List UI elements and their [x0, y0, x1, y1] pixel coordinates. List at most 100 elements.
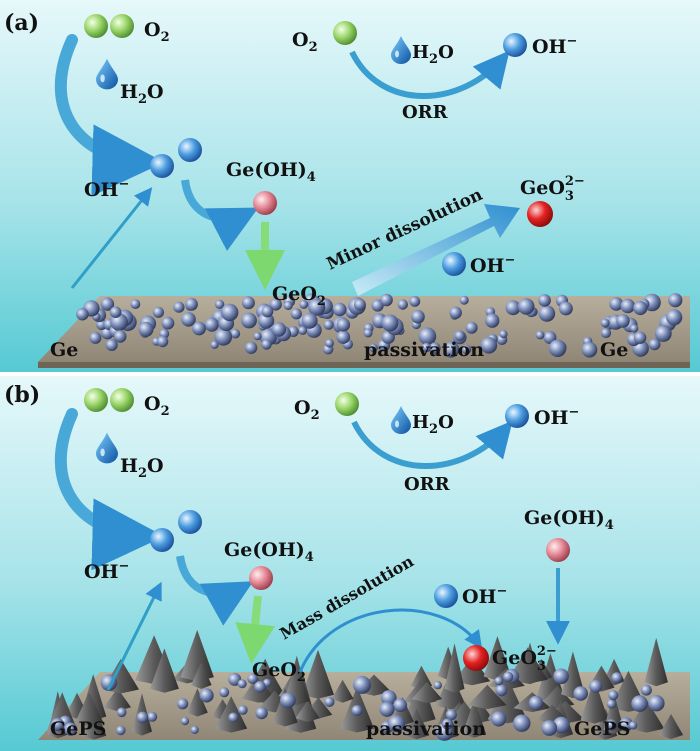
surface-particle [283, 301, 293, 311]
surface-particle [237, 705, 248, 715]
surface-particle [381, 314, 399, 332]
surface-particle [308, 298, 326, 316]
hydroxide-ion-icon [150, 528, 174, 552]
surface-particle [553, 668, 569, 685]
h2o-label-left: H2O [120, 81, 164, 107]
surface-particle [605, 719, 617, 731]
surface-particle [181, 312, 196, 327]
surface-pyramid [103, 688, 131, 712]
surface-particle [261, 305, 274, 318]
surface-particle [513, 714, 531, 732]
substrate-label-left: Ge [50, 339, 78, 361]
surface-particle [254, 681, 266, 693]
geoh4-molecule-icon [546, 538, 570, 562]
surface-particle [280, 692, 296, 709]
surface-particle [449, 306, 462, 319]
surface-particle [499, 330, 508, 339]
panel-separator [0, 372, 700, 376]
o2-molecule-icon [110, 14, 134, 38]
surface-particle [559, 301, 573, 316]
surface-particle [541, 720, 558, 736]
surface-particle [173, 301, 185, 313]
surface-particle [379, 701, 395, 717]
surface-particle [332, 302, 347, 317]
surface-particle [616, 314, 630, 328]
surface-particle [505, 300, 521, 316]
surface-particle [271, 322, 287, 337]
substrate-label-left: GePS [50, 718, 106, 740]
o2-molecule-icon [110, 388, 134, 412]
surface-particle [221, 303, 239, 322]
surface-particle [461, 344, 472, 355]
surface-particle [528, 695, 544, 711]
surface-particle [136, 711, 149, 724]
geo3-ion-icon [463, 645, 489, 671]
surface-particle [113, 330, 127, 343]
h2o-label-left: H2O [120, 455, 164, 481]
minor-dissolution-arrow [352, 204, 520, 296]
surface-particle [421, 342, 432, 353]
oh-label-mid: OH− [470, 253, 515, 277]
surface-pyramid [444, 643, 465, 693]
surface-particle [629, 721, 638, 730]
surface-pyramid [468, 684, 507, 710]
o2-label-left: O2 [144, 393, 170, 419]
surface-particle [443, 341, 460, 358]
surface-particle [600, 327, 612, 339]
surface-particle [336, 330, 351, 344]
substrate-label-right: Ge [600, 339, 628, 361]
surface-particle [538, 305, 556, 322]
surface-pyramid [187, 688, 208, 717]
surface-pyramid [658, 714, 684, 739]
o2-label-right: O2 [292, 29, 318, 55]
hydroxide-ion-icon [434, 584, 458, 608]
surface-pyramid [462, 699, 486, 738]
surface-particle [269, 298, 282, 311]
hydroxide-ion-icon [150, 154, 174, 178]
surface-particle [609, 297, 624, 311]
o2-molecule-icon [84, 388, 108, 412]
surface-particle [387, 715, 406, 733]
surface-particle [130, 299, 141, 309]
surface-particle [485, 313, 500, 328]
geo3-ion-icon [527, 201, 553, 227]
hydroxide-ion-icon [178, 510, 202, 534]
surface-pyramid [628, 699, 665, 733]
geps-to-oh-arrow [106, 581, 162, 691]
surface-particle [255, 706, 268, 720]
surface-particle [324, 696, 335, 708]
surface-particle [237, 679, 247, 689]
surface-particle [301, 312, 318, 329]
surface-particle [409, 296, 421, 307]
o2-label-left: O2 [144, 19, 170, 45]
surface-particle [247, 673, 258, 684]
surface-particle [433, 681, 442, 690]
surface-particle [380, 293, 393, 307]
surface-particle [495, 684, 508, 697]
surface-particle [116, 707, 127, 718]
surface-pyramid [301, 649, 334, 699]
surface-particle [654, 325, 672, 342]
hydroxide-ion-icon [503, 33, 527, 57]
surface-particle [454, 330, 466, 342]
surface-particle [494, 676, 504, 686]
surface-particle [180, 717, 190, 726]
surface-particle [325, 338, 334, 348]
surface-pyramid [150, 648, 179, 693]
oh-label-left: OH− [84, 559, 129, 583]
o2-molecule-icon [84, 14, 108, 38]
ge-to-oh-arrow [70, 187, 153, 289]
o2-label-right: O2 [294, 397, 320, 423]
orr-arrow [349, 50, 510, 99]
passivation-label: passivation [364, 339, 484, 361]
surface-particle [156, 335, 169, 348]
surface-pyramid [483, 636, 512, 681]
surface-particle [105, 339, 118, 351]
panel-a: (a) O2 H2O OH− Ge(OH)4 GeO2 Minor dissol… [0, 0, 700, 372]
surface-particle [429, 342, 441, 354]
surface-particle [633, 300, 648, 316]
passivation-label: passivation [366, 718, 486, 740]
surface-particle [109, 306, 122, 319]
surface-particle [353, 675, 371, 694]
